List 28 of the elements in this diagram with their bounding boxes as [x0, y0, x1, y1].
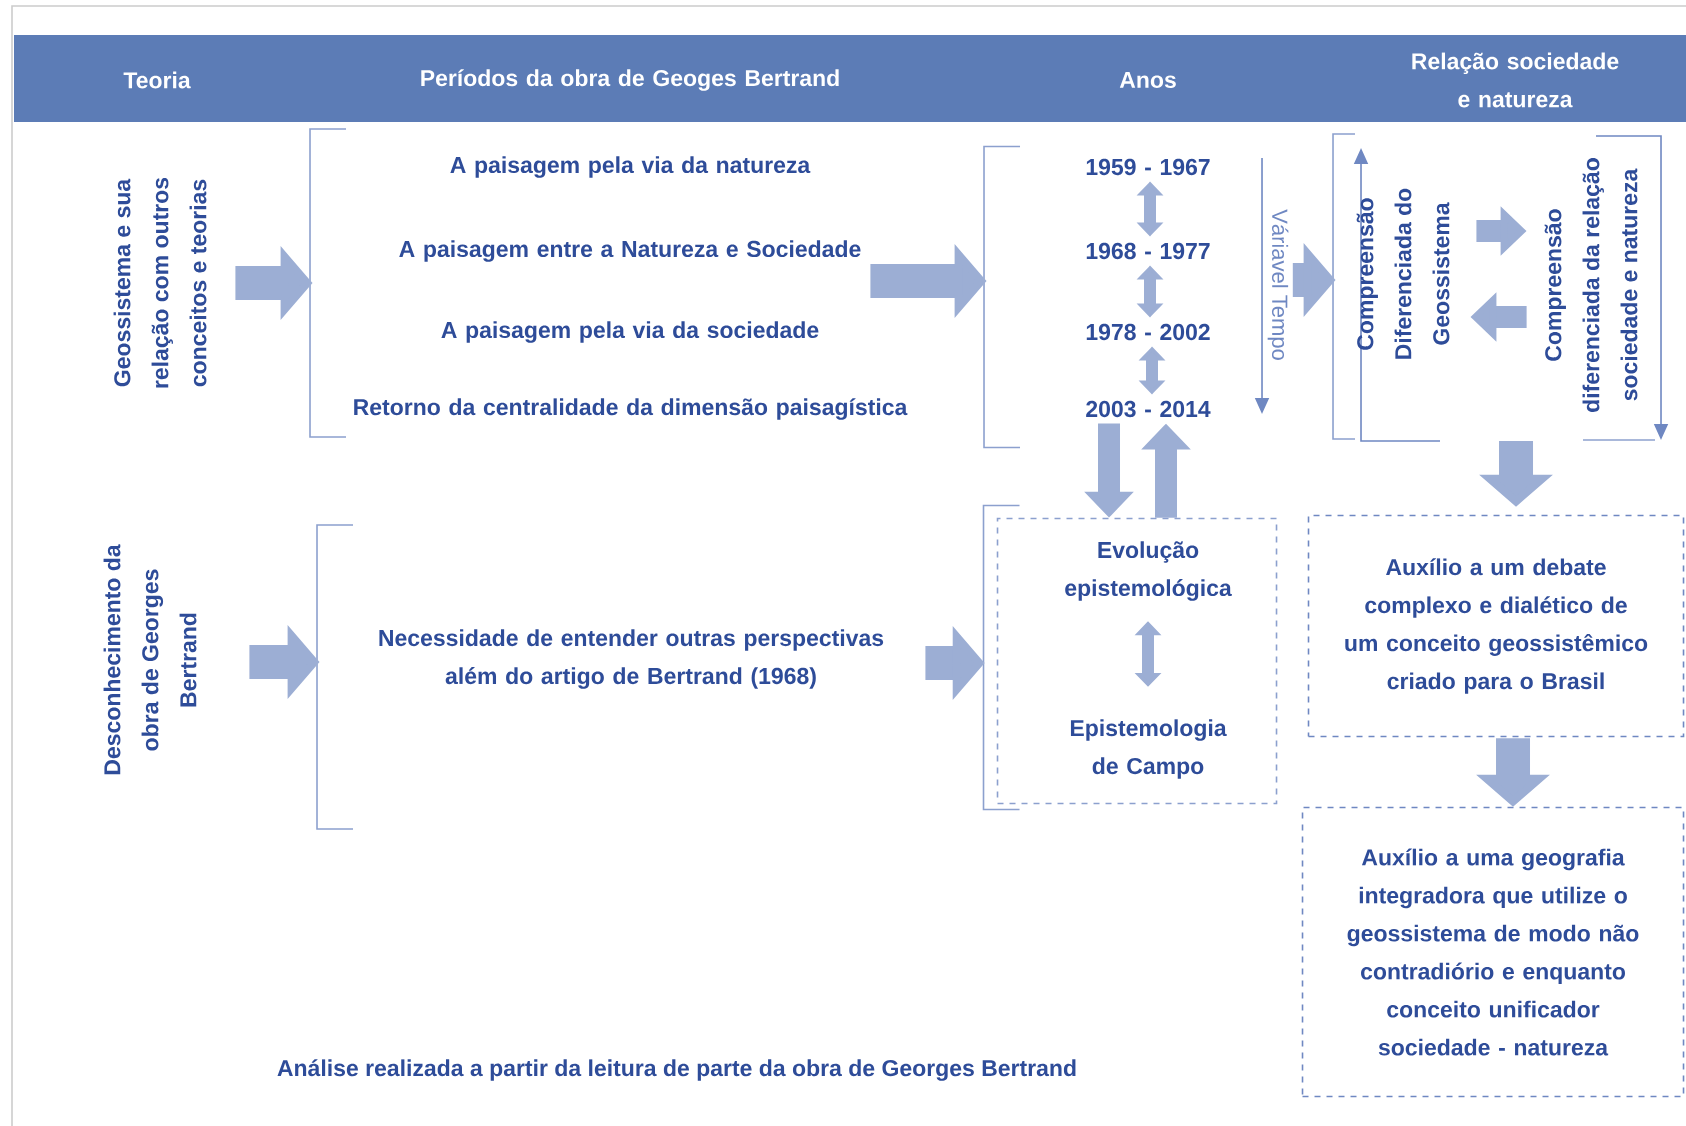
- dashed-box: [982, 504, 1278, 811]
- text: Necessidade de entender outras perspectivas além do artigo de Bertrand (1968): [379, 629, 884, 689]
- bracket: [983, 145, 1021, 449]
- theme-text: Geossistema e sua relação com outros conceitos e teorias: [113, 177, 207, 388]
- column-heading: Relação sociedade e natureza: [1412, 52, 1619, 108]
- bracket: [316, 524, 354, 830]
- year-text: 1968 - 1977: [1086, 242, 1210, 260]
- dashed-box: Auxílio a um debate complexo e dialético de um conceito geossistêmico criado para o Brasil: [1307, 514, 1685, 738]
- year-text: 1978 - 2002: [1086, 323, 1210, 341]
- caption: Análise realizada a partir da leitura de parte da obra de Georges Bertrand: [277, 1059, 1076, 1081]
- year-text: 2003 - 2014: [1086, 400, 1211, 418]
- dashed-box: Auxílio a uma geografia integradora que utilize o geossistema de modo não contradiório e enquanto conceito unificador sociedade - natureza: [1301, 806, 1685, 1098]
- text: Retorno da centralidade da dimensão paisagística: [354, 398, 908, 420]
- bracket: [309, 128, 347, 438]
- axis-label: Váriavel Tempo: [1267, 209, 1289, 360]
- column-heading: Anos: [1119, 72, 1176, 89]
- concept-text: Compreensão Diferenciada do Geossistema: [1356, 188, 1450, 359]
- column-heading: Teoria: [123, 71, 191, 89]
- column-heading: Períodos da obra de Geoges Bertrand: [421, 69, 839, 91]
- theme-text: Desconhecimento da obra de Georges Bertrand: [103, 544, 197, 775]
- text: Epistemologia de Campo: [1070, 719, 1227, 779]
- text: A paisagem entre a Natureza e Sociedade: [399, 240, 861, 262]
- text: Evolução epistemológica: [1065, 541, 1232, 601]
- year-text: 1959 - 1967: [1086, 158, 1210, 176]
- bracket-drawing: [1332, 133, 1669, 442]
- concept-text: Compreensão diferenciada da relação sociedade e natureza: [1544, 158, 1638, 412]
- text: A paisagem pela via da sociedade: [441, 321, 819, 343]
- text: A paisagem pela via da natureza: [450, 156, 811, 178]
